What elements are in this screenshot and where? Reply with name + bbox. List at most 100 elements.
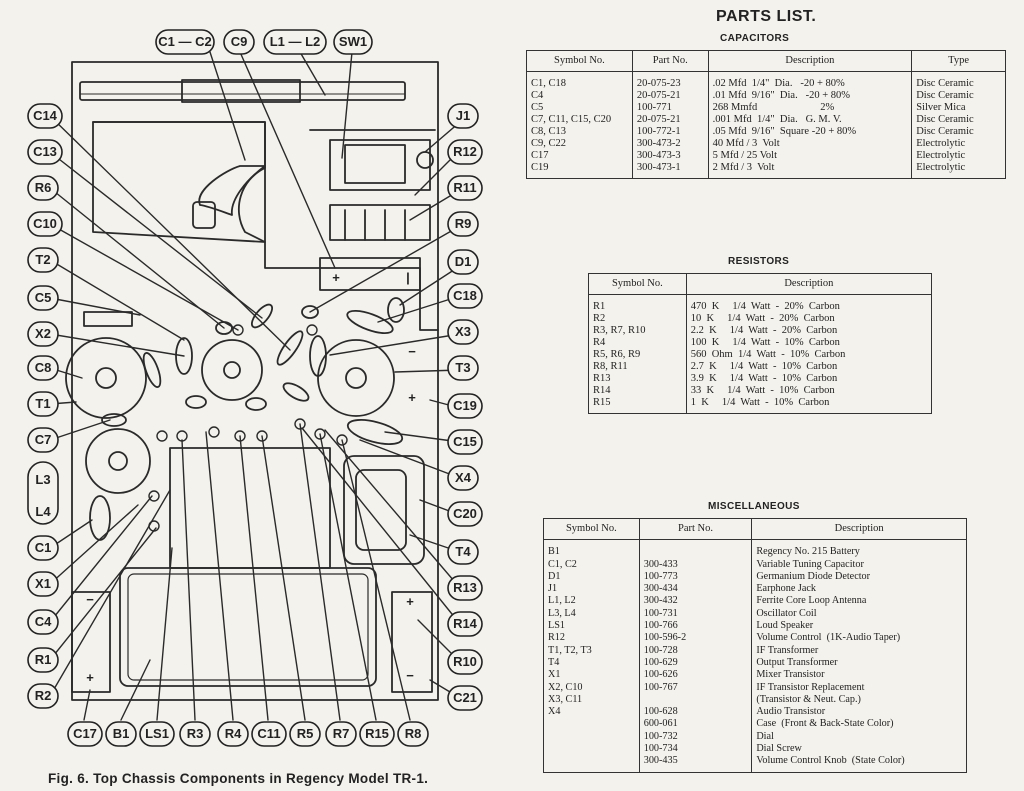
- misc-cell: IF Transformer: [751, 644, 967, 657]
- misc-cell: Output Transformer: [751, 656, 967, 670]
- misc-cell: X1: [543, 669, 640, 682]
- capacitor-cell: 100-771: [631, 102, 709, 114]
- battery-b1: [119, 567, 377, 687]
- capacitor-cell: 5 Mfd / 25 Volt: [707, 150, 913, 162]
- callout-c11: C11: [257, 726, 280, 741]
- misc-cell: IF Transistor Replacement: [751, 681, 967, 694]
- callout-l3: L3: [35, 472, 50, 487]
- misc-cell: 100-629: [638, 656, 753, 670]
- c9-plus-mark: +: [332, 270, 340, 285]
- resistor-cell: R15: [588, 397, 687, 414]
- output-transformer-t4: [343, 455, 425, 565]
- misc-cell: 100-732: [638, 730, 753, 744]
- resistor-cell: R8, R11: [588, 361, 687, 373]
- callout-d1: D1: [455, 254, 472, 269]
- callout-x2: X2: [35, 326, 51, 341]
- misc-cell: 300-433: [638, 558, 753, 571]
- misc-cell: L1, L2: [543, 595, 640, 608]
- misc-cell: LS1: [543, 620, 640, 633]
- misc-cell: 100-773: [638, 570, 753, 584]
- capacitor-cell: C9, C22: [526, 138, 633, 150]
- c21-minus-mark: −: [406, 668, 414, 683]
- misc-cell: 600-061: [638, 718, 753, 731]
- misc-cell: T4: [543, 656, 640, 670]
- callout-ls1: LS1: [145, 726, 169, 741]
- callout-r11: R11: [453, 180, 476, 195]
- capacitor-cell: 20-075-21: [631, 114, 709, 126]
- callout-r14: R14: [453, 616, 478, 631]
- callout-c14: C14: [33, 108, 58, 123]
- misc-cell: 100-731: [638, 607, 753, 621]
- callout-r15: R15: [365, 726, 389, 741]
- oscillator-coil: [85, 428, 151, 494]
- misc-cell: Oscillator Coil: [751, 607, 967, 621]
- misc-cell: Dial: [751, 730, 967, 744]
- capacitor-cell: 300-473-3: [631, 150, 709, 162]
- capacitor-cell: C8, C13: [526, 126, 633, 138]
- callout-j1: J1: [456, 108, 470, 123]
- callout-c9: C9: [231, 34, 248, 49]
- capacitor-cell: Disc Ceramic: [911, 114, 1006, 126]
- callout-l1-l2: L1 — L2: [270, 34, 321, 49]
- misc-cell: Regency No. 215 Battery: [751, 539, 967, 559]
- callout-sw1: SW1: [339, 34, 367, 49]
- misc-cell: Loud Speaker: [751, 620, 967, 633]
- misc-cell: 100-734: [638, 743, 753, 756]
- ferrite-antenna-rod: [79, 81, 406, 101]
- callout-c18: C18: [453, 288, 477, 303]
- antenna-coil: [181, 79, 301, 103]
- capacitor-cell: 268 Mmfd 2%: [707, 102, 913, 114]
- resistor-cell: 470 K 1/4 Watt - 20% Carbon: [685, 294, 933, 313]
- misc-cell: 100-767: [638, 681, 753, 694]
- misc-row: X3, C11(Transistor & Neut. Cap.): [543, 693, 967, 707]
- callout-r1: R1: [35, 652, 52, 667]
- parts-list-title: PARTS LIST.: [716, 8, 817, 25]
- misc-cell: R12: [543, 632, 640, 645]
- chassis-diagram: + | − + − + + − C1 — C2 C9 L1 — L2 SW1 J…: [27, 29, 483, 747]
- misc-cell: 100-728: [638, 644, 753, 657]
- callout-c19: C19: [453, 398, 477, 413]
- callout-x1: X1: [35, 576, 51, 591]
- capacitor-cell: C17: [526, 150, 633, 162]
- callout-r9: R9: [455, 216, 472, 231]
- callout-r10: R10: [453, 654, 477, 669]
- callout-c21: C21: [453, 690, 477, 705]
- callout-t2: T2: [35, 252, 50, 267]
- resistor-cell: R13: [588, 373, 687, 385]
- electrolytic-c21: [391, 591, 433, 693]
- misc-cell: (Transistor & Neut. Cap.): [751, 693, 967, 707]
- resistor-cell: 2.7 K 1/4 Watt - 10% Carbon: [685, 361, 933, 373]
- misc-header-cell: Description: [751, 517, 967, 541]
- misc-cell: [638, 539, 753, 559]
- capacitor-cell: C7, C11, C15, C20: [526, 114, 633, 126]
- capacitor-cell: C4: [526, 90, 633, 102]
- callout-c4: C4: [35, 614, 52, 629]
- resistor-cell: R5, R6, R9: [588, 349, 687, 361]
- callout-c8: C8: [35, 360, 52, 375]
- misc-cell: 100-626: [638, 669, 753, 682]
- misc-cell: Volume Control Knob (State Color): [751, 755, 967, 773]
- capacitor-header-cell: Symbol No.: [526, 50, 633, 72]
- callout-t1: T1: [35, 396, 50, 411]
- resistor-cell: 560 Ohm 1/4 Watt - 10% Carbon: [685, 349, 933, 361]
- resistor-cell: R14: [588, 385, 687, 397]
- misc-cell: X4: [543, 706, 640, 719]
- misc-cell: [543, 755, 640, 773]
- capacitor-cell: Silver Mica: [911, 102, 1006, 114]
